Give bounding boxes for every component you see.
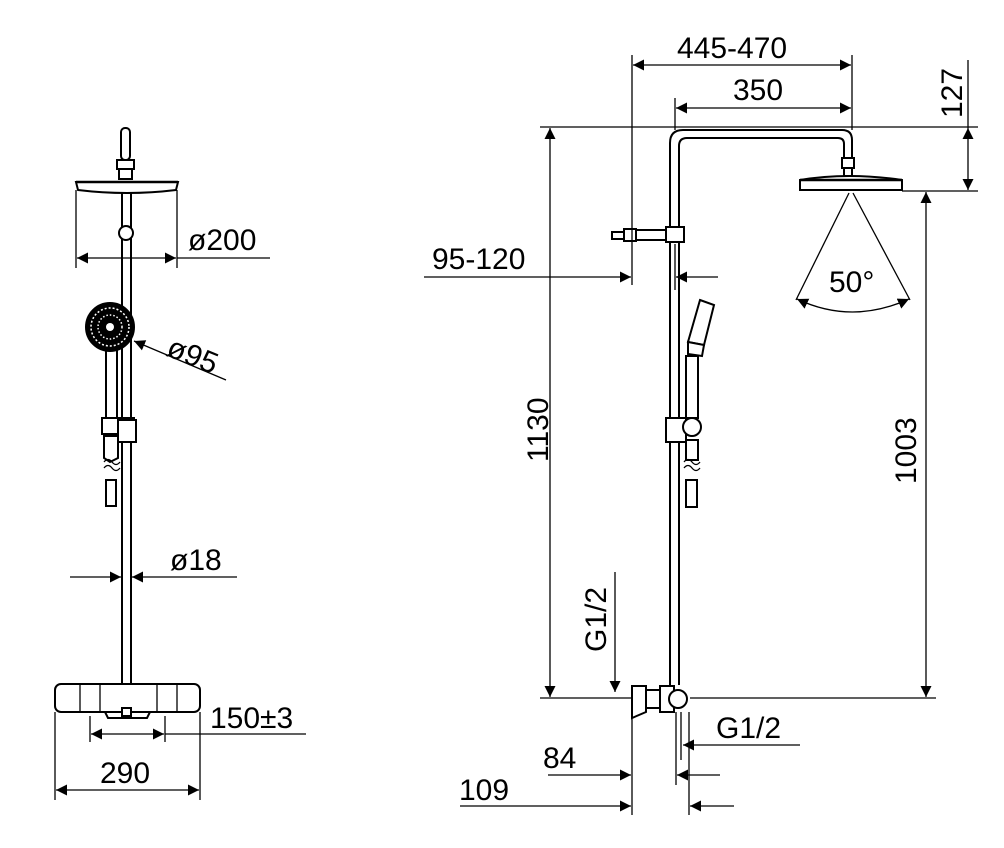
label-total-height: 1130 [522,397,555,462]
side-view: ø200 ø95 ø18 150±3 290 [54,127,306,800]
dimension-head-diameter: ø200 [75,190,270,268]
label-depth-total: 109 [459,774,509,807]
overhead-shower-front [799,157,903,191]
label-head-diameter: ø200 [188,224,256,257]
dimension-depth-outer: 84 [543,712,720,815]
label-wall-offset: 95-120 [432,243,525,276]
label-inlet-thread-side: G1/2 [716,712,781,745]
label-arm-reach: 445-470 [677,32,787,65]
hand-shower-side [85,302,137,507]
wall-bracket [611,226,685,243]
label-mixer-width: 290 [100,757,150,790]
dimension-mixer-width: 290 [54,712,201,800]
dimension-rail-diameter: ø18 [70,544,237,583]
label-head-to-mixer: 1003 [890,417,923,484]
dimension-arm-reach: 445-470 [631,32,853,285]
label-arm-length: 350 [733,74,783,107]
label-hand-shower-diameter: ø95 [162,331,222,381]
dimension-head-height: 127 [540,60,978,192]
dimension-hand-shower-diameter: ø95 [133,331,227,381]
dimension-arm-length: 350 [674,74,851,130]
spray-angle: 50° [795,192,911,313]
dimension-wall-offset: 95-120 [424,243,718,290]
dimension-inlet-thread-side: G1/2 [680,712,800,760]
label-rail-diameter: ø18 [170,544,222,577]
hand-shower-front [665,298,716,508]
label-spray-angle: 50° [829,266,874,299]
label-inlet-spacing: 150±3 [210,702,293,735]
label-head-height: 127 [936,68,969,118]
label-depth-outer: 84 [543,742,576,775]
thermostat-mixer-front [631,685,688,720]
label-inlet-thread-top: G1/2 [580,587,613,652]
dimension-depth-total: 109 [459,712,734,815]
riser-and-arm [611,129,853,685]
dimension-head-to-mixer: 1003 [690,192,936,699]
dimension-inlet-spacing: 150±3 [89,702,306,742]
overhead-shower-side [74,127,180,194]
dimension-total-height: 1130 [522,128,632,699]
thermostat-mixer-side [54,683,201,719]
dimension-inlet-thread-top: G1/2 [580,572,621,692]
front-view: 50° 445-470 [424,32,978,815]
